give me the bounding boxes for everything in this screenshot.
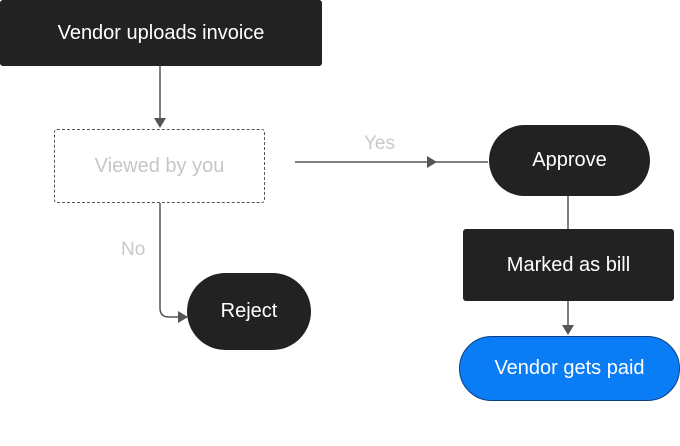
node-marked-as-bill: Marked as bill: [463, 229, 674, 301]
arrowhead-viewed: [154, 118, 166, 128]
arrowhead-paid: [562, 325, 574, 335]
node-viewed-by-you: Viewed by you: [54, 129, 265, 203]
node-approve-label: Approve: [532, 149, 607, 171]
node-viewed-by-you-label: Viewed by you: [94, 154, 225, 177]
node-reject: Reject: [187, 273, 311, 350]
arrowhead-reject: [178, 311, 188, 323]
node-vendor-uploads-invoice: Vendor uploads invoice: [0, 0, 322, 66]
node-marked-as-bill-label: Marked as bill: [506, 253, 631, 276]
edge-label-no: No: [121, 239, 146, 260]
connector-viewed-to-reject: [159, 203, 180, 318]
node-vendor-gets-paid-label: Vendor gets paid: [494, 357, 645, 379]
node-approve: Approve: [489, 125, 650, 196]
edge-label-yes: Yes: [364, 133, 395, 154]
node-vendor-gets-paid: Vendor gets paid: [459, 336, 680, 401]
node-vendor-uploads-invoice-label: Vendor uploads invoice: [57, 21, 265, 44]
node-reject-label: Reject: [220, 300, 278, 322]
arrowhead-yes: [427, 156, 437, 168]
